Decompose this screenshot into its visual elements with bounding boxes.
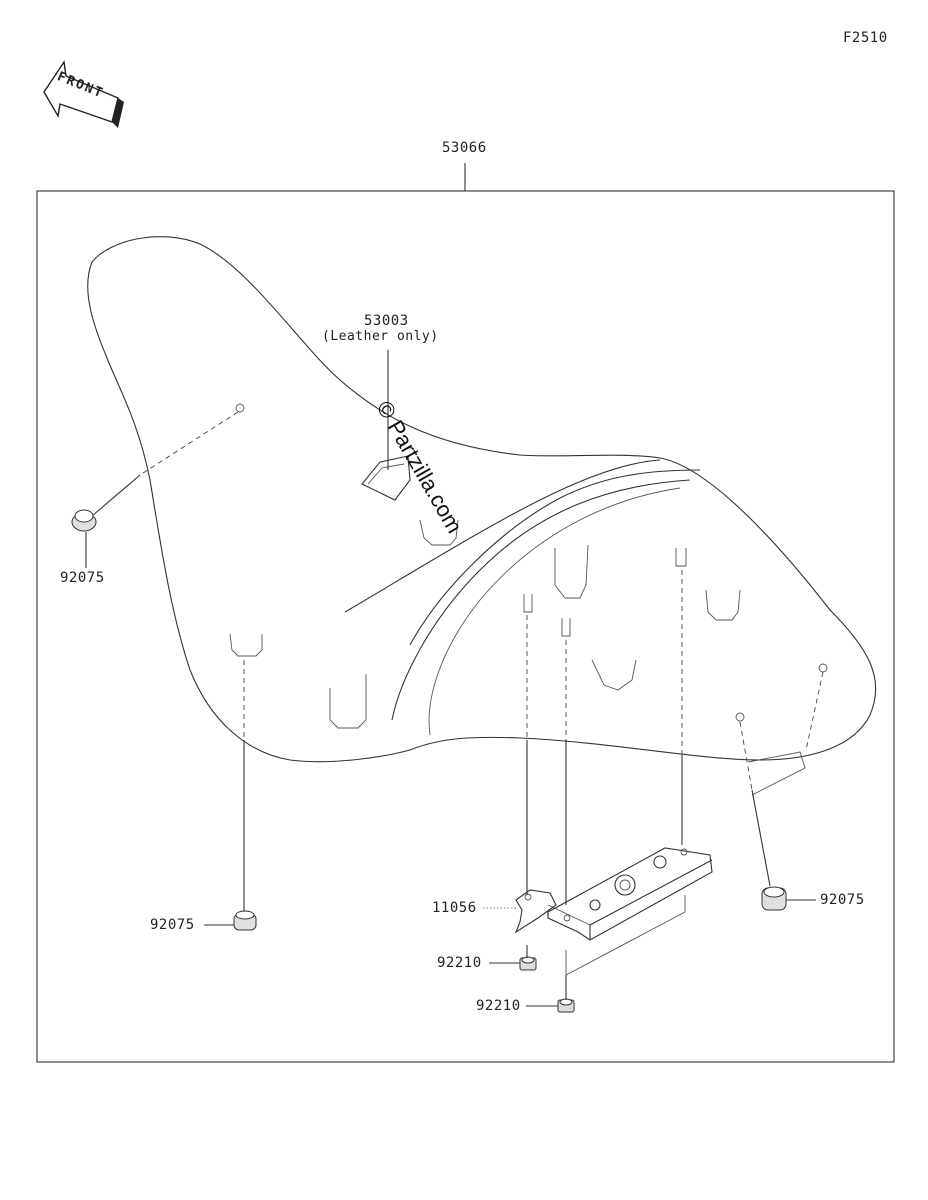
damper-left-part-number[interactable]: 92075	[60, 570, 105, 586]
cover-part-number[interactable]: 53003	[364, 313, 409, 329]
damper-bottom-left-part-number[interactable]: 92075	[150, 917, 195, 933]
front-arrow-icon	[43, 60, 124, 128]
nut-upper-part-number[interactable]: 92210	[437, 955, 482, 971]
nut-lower-part-number[interactable]: 92210	[476, 998, 521, 1014]
damper-icon	[71, 509, 97, 532]
diagram-code: F2510	[843, 30, 888, 46]
seat-illustration	[87, 236, 877, 796]
assembly-part-number[interactable]: 53066	[442, 140, 487, 156]
damper-right-part-number[interactable]: 92075	[820, 892, 865, 908]
damper-icon	[233, 910, 257, 931]
bracket-illustration	[514, 847, 713, 1013]
cover-note: (Leather only)	[322, 329, 439, 344]
bracket-part-number[interactable]: 11056	[432, 900, 477, 916]
damper-icon	[761, 886, 787, 911]
